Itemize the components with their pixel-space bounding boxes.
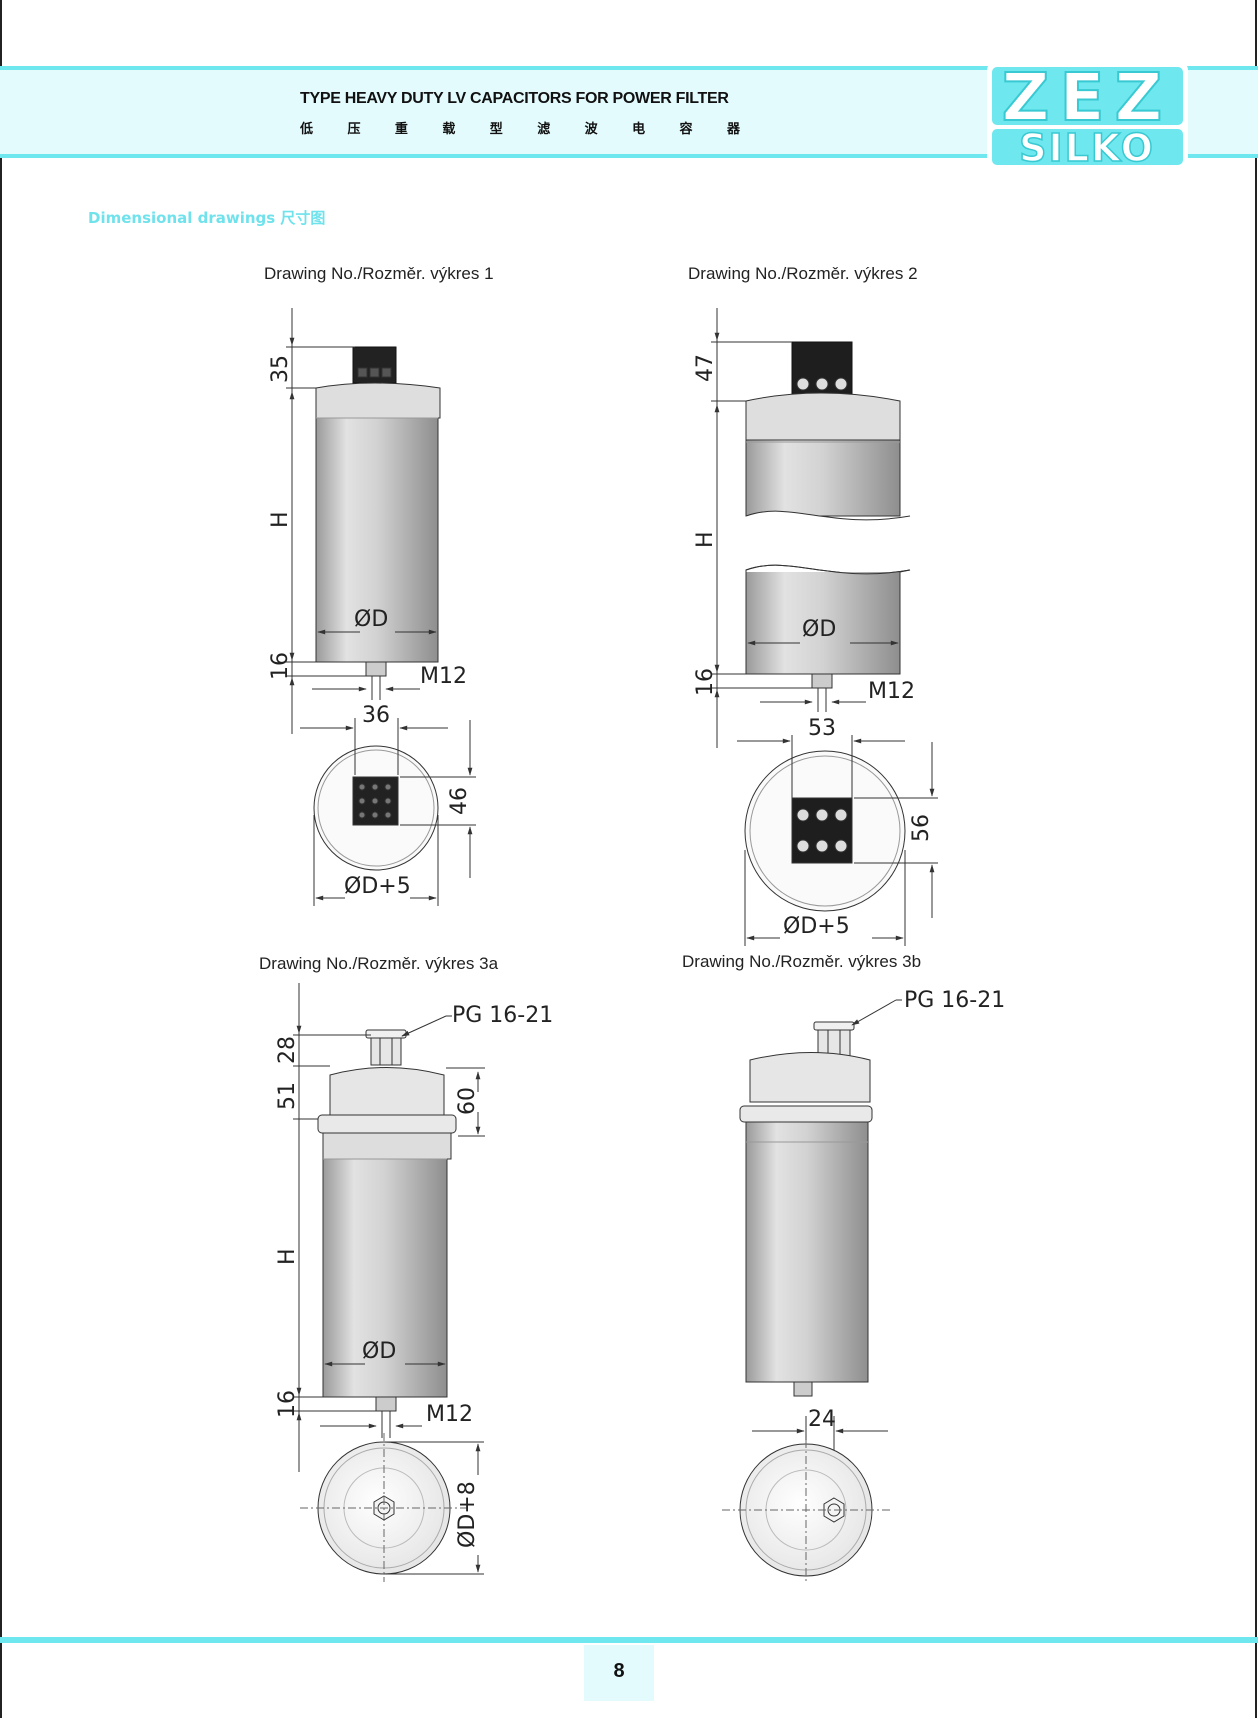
drawing-3b (722, 999, 902, 1584)
logo-line2: SILKO (1019, 126, 1155, 170)
d2-dim-depth: 56 (909, 814, 934, 842)
page-number: 8 (613, 1660, 625, 1682)
d3a-dim-diameter: ØD (362, 1339, 396, 1364)
d2-dim-width-top: 53 (808, 716, 836, 741)
d3a-dim-thread: M12 (426, 1402, 473, 1427)
d3a-dim-height: H (275, 1248, 300, 1265)
header-cn-char: 载 (442, 122, 456, 137)
d3a-dim-diameter-outer: ØD+8 (455, 1481, 480, 1548)
d1-dim-height: H (268, 511, 293, 528)
d1-dim-diameter: ØD (354, 607, 388, 632)
d2-dim-top: 47 (693, 354, 718, 382)
d3a-dim-bottom: 16 (275, 1390, 300, 1418)
header-cn-char: 型 (489, 122, 503, 137)
zez-silko-logo: ZEZ SILKO (987, 60, 1188, 170)
d2-dim-thread: M12 (868, 679, 915, 704)
d1-dim-diameter-outer: ØD+5 (344, 874, 411, 899)
footer-band (0, 1637, 1258, 1643)
d3a-dim-cap: 51 (275, 1082, 300, 1110)
d2-dim-diameter-outer: ØD+5 (783, 914, 850, 939)
section-title: Dimensional drawings 尺寸图 (88, 209, 326, 227)
d1-dim-bottom: 16 (268, 652, 293, 680)
d2-dim-bottom: 16 (693, 668, 718, 696)
header-cn-char: 器 (726, 122, 740, 137)
d3b-dim-gland: PG 16-21 (904, 988, 1005, 1013)
header-cn-char: 波 (584, 122, 598, 137)
drawing-2 (711, 308, 938, 946)
d1-dim-thread: M12 (420, 664, 467, 689)
drawing-2-label: Drawing No./Rozměr. výkres 2 (688, 264, 918, 283)
drawing-3b-label: Drawing No./Rozměr. výkres 3b (682, 952, 922, 971)
d3a-dim-cap-side: 60 (455, 1087, 480, 1115)
drawing-3a (293, 983, 485, 1582)
drawing-1 (286, 308, 476, 906)
d2-dim-diameter: ØD (802, 617, 836, 642)
drawing-3a-label: Drawing No./Rozměr. výkres 3a (259, 954, 499, 973)
d3b-dim-offset: 24 (808, 1407, 836, 1432)
d1-dim-depth: 46 (447, 787, 472, 815)
d2-dim-height: H (693, 531, 718, 548)
d1-dim-top: 35 (268, 355, 293, 383)
d3a-dim-top: 28 (275, 1036, 300, 1064)
drawing-1-label: Drawing No./Rozměr. výkres 1 (264, 264, 494, 283)
logo-line1: ZEZ (1002, 60, 1173, 136)
header-cn-char: 压 (347, 122, 361, 137)
header-cn-title: 低 压 重 载 型 滤 波 电 容 器 (300, 118, 740, 137)
d3a-dim-gland: PG 16-21 (452, 1003, 553, 1028)
d1-dim-width-top: 36 (362, 703, 390, 728)
page-number-box (584, 1645, 654, 1701)
header-cn-char: 重 (394, 122, 408, 137)
header-cn-char: 滤 (537, 122, 551, 137)
header-cn-char: 容 (679, 122, 693, 137)
header-title: TYPE HEAVY DUTY LV CAPACITORS FOR POWER … (300, 90, 729, 107)
header-cn-char: 低 (300, 122, 314, 137)
header-cn-char: 电 (632, 122, 646, 137)
